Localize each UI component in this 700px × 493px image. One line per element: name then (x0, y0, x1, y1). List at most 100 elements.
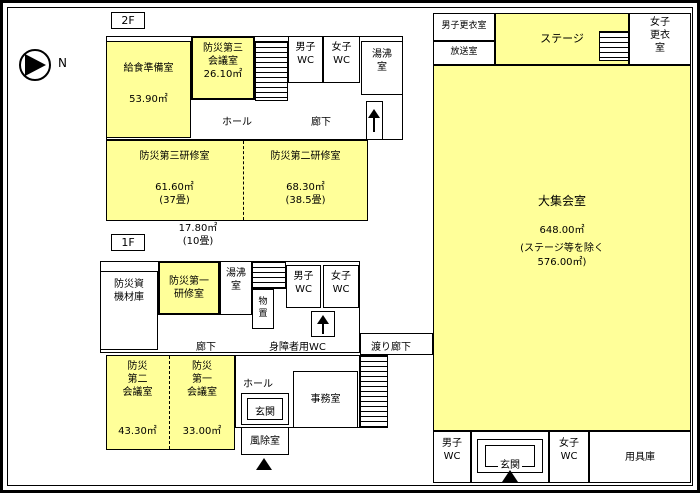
room-label: 更衣 (650, 30, 670, 41)
corridor-label-2f: 廊下 (311, 117, 331, 128)
up-arrow-icon-accessible-wc (317, 315, 329, 324)
genkan-label-main-text: 玄関 (498, 460, 522, 471)
stairs-1f-north-icon (252, 261, 286, 289)
compass-needle-icon (25, 54, 46, 76)
room-note: 576.00㎡) (537, 256, 587, 268)
room-area: 53.90㎡ (129, 94, 168, 105)
room-youguko: 用具庫 (589, 431, 691, 483)
genkan-label-1f-text: 玄関 (253, 407, 277, 418)
room-label: WC (332, 284, 350, 295)
room-yuwakashi-1f: 湯沸 室 (220, 261, 252, 315)
room-housoushitsu: 放送室 (433, 41, 495, 65)
room-kaigi1-labels: 防災 第一 会議室 33.00㎡ (169, 360, 235, 438)
room-wc-male-1f: 男子 WC (286, 265, 321, 308)
room-area: 43.30㎡ (118, 426, 157, 437)
genkan-label-1f: 玄関 (241, 403, 289, 418)
room-label: 防災 (192, 361, 212, 372)
room-label: 防災第一 (169, 276, 209, 287)
room-label: 用具庫 (625, 451, 655, 463)
annex-area: 17.80㎡ (178, 223, 218, 234)
hall-label-2f: ホール (222, 117, 252, 128)
room-label: 第二 (127, 374, 148, 385)
stairs-stage-icon (599, 31, 629, 61)
room-wc-female-1f: 女子 WC (323, 265, 359, 308)
room-label: 物 (258, 297, 268, 308)
room-label: 会議室 (187, 387, 217, 398)
room-label: WC (443, 451, 461, 462)
room-bousai-shizaiko: 防災資 機材庫 (100, 271, 158, 350)
up-arrow-icon-2f (368, 109, 380, 118)
accessible-wc-label: 身障者用WC (269, 342, 326, 353)
room-danshi-kouishitsu: 男子更衣室 (433, 13, 495, 41)
watari-corridor-label: 渡り廊下 (371, 342, 411, 353)
compass-north-label: N (58, 56, 67, 70)
room-label: 機材庫 (114, 292, 144, 303)
room-label: 男子 (295, 42, 316, 53)
room-label: WC (560, 451, 578, 462)
room-label: 女子 (331, 271, 351, 282)
room-label: 女子 (331, 42, 352, 53)
annex-area-annotation: 17.80㎡ (10畳) (163, 222, 233, 248)
room-label: 給食準備室 (123, 63, 174, 74)
room-label: 防災第三研修室 (139, 151, 210, 162)
room-wc-male-2f: 男子 WC (288, 36, 323, 83)
up-arrow-stem-2f (373, 118, 375, 132)
room-kaigi2-labels: 防災 第二 会議室 43.30㎡ (106, 360, 169, 438)
room-label: 第一 (192, 374, 212, 385)
room-label: 事務室 (310, 394, 341, 405)
room-monooki: 物 置 (252, 289, 274, 329)
room-label: 研修室 (174, 289, 204, 300)
room-label: 防災第三 (203, 43, 243, 54)
entrance-arrow-icon-main (502, 470, 518, 482)
hall-label-1f: ホール (243, 379, 273, 390)
room-label: 防災第二研修室 (270, 151, 341, 162)
room-kenshu2-labels: 防災第二研修室 68.30㎡ (38.5畳) (243, 150, 368, 207)
entrance-arrow-icon-1f (256, 458, 272, 470)
floor-tag-2f: 2F (111, 12, 145, 29)
room-wc-female-2f: 女子 WC (323, 36, 360, 83)
room-label: 湯沸 (226, 268, 246, 279)
room-kenshu3-labels: 防災第三研修室 61.60㎡ (37畳) (106, 150, 243, 207)
room-area: 26.10㎡ (203, 69, 243, 80)
room-label: WC (297, 55, 314, 66)
room-kyushoku-junbishitsu: 給食準備室 53.90㎡ (106, 41, 191, 138)
room-tatami: (37畳) (159, 195, 190, 206)
room-label: WC (333, 55, 350, 66)
room-area: 33.00㎡ (182, 426, 222, 437)
room-tatami: (38.5畳) (285, 195, 326, 206)
room-note: (ステージ等を除く (520, 242, 604, 254)
floor-tag-1f: 1F (111, 234, 145, 251)
stairs-2f-icon (255, 41, 288, 101)
floor-tag-2f-label: 2F (121, 14, 135, 27)
block-kenshu-2f (106, 140, 368, 221)
room-label: 湯沸 (372, 49, 392, 60)
room-label: 男子 (293, 271, 314, 282)
block-kaigi-1f (106, 355, 235, 450)
room-label: 男子 (442, 438, 462, 449)
stairs-1f-south-icon (360, 355, 388, 428)
room-label: 会議室 (122, 387, 153, 398)
genkan-label-main: 玄関 (471, 456, 549, 471)
room-label: 男子更衣室 (441, 21, 487, 32)
room-label: 風除室 (250, 435, 280, 447)
room-bousai-kenshu1: 防災第一 研修室 (158, 261, 220, 315)
room-area: 68.30㎡ (286, 182, 325, 193)
room-jimushitsu: 事務室 (293, 371, 358, 428)
room-fujoshitsu: 風除室 (241, 427, 289, 455)
room-label: ステージ (540, 31, 584, 45)
room-joshi-kouishitsu: 女子 更衣 室 (629, 13, 691, 65)
room-daishukai-labels: 大集会室 648.00㎡ (ステージ等を除く 576.00㎡) (433, 193, 691, 270)
room-yuwakashi-2f: 湯沸 室 (361, 41, 403, 95)
corridor-watari (360, 333, 433, 355)
room-area: 61.60㎡ (155, 182, 194, 193)
partition-dashed-kenshu (243, 141, 244, 220)
room-label: 会議室 (208, 56, 238, 67)
partition-dashed-kaigi (169, 356, 170, 449)
room-daishukai (433, 65, 691, 431)
room-bousai-kaigi3: 防災第三 会議室 26.10㎡ (191, 36, 255, 100)
floor-tag-1f-label: 1F (121, 236, 135, 249)
room-label: 女子 (559, 438, 579, 449)
room-area: 648.00㎡ (539, 224, 585, 236)
room-wc-female-main: 女子 WC (549, 431, 589, 483)
